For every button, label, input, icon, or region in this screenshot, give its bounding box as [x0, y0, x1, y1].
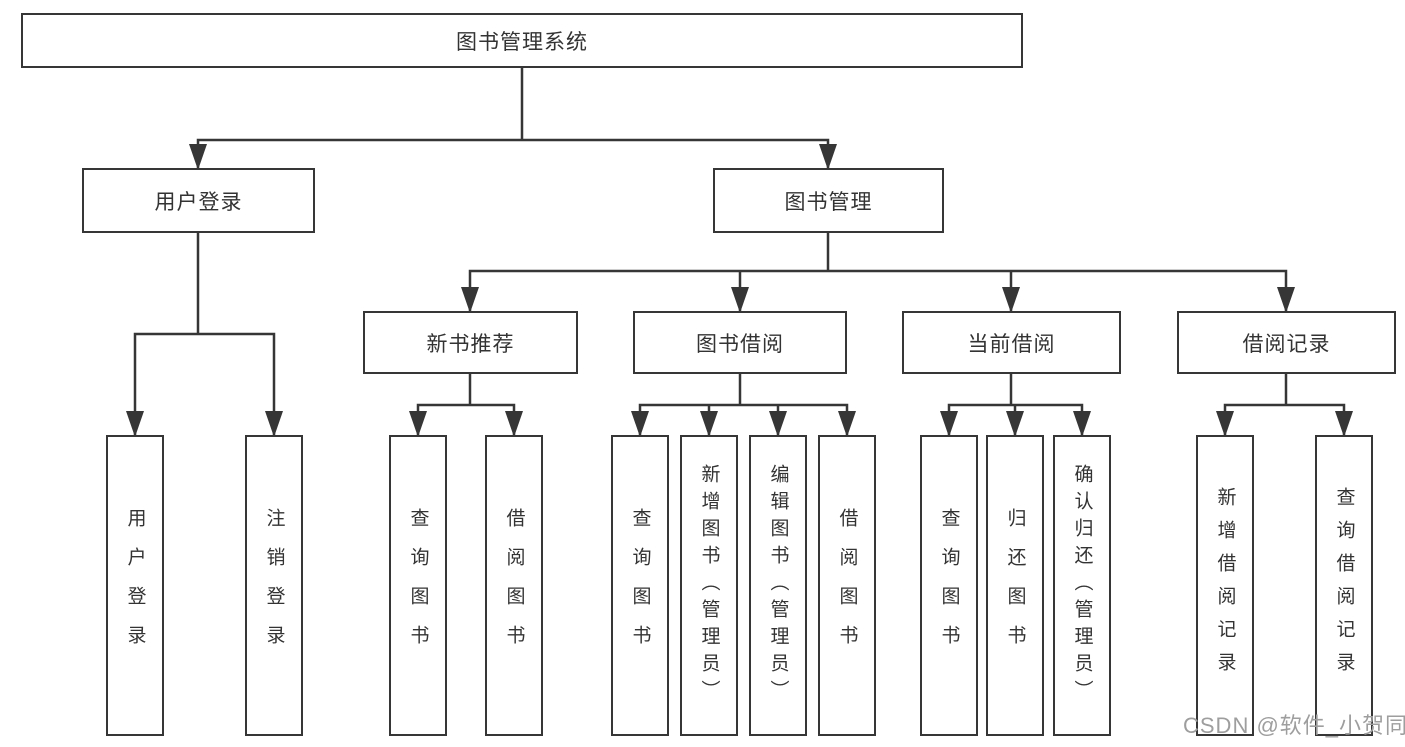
leaf-query-book-borrow: 查询图书 [611, 435, 669, 736]
leaf-borrow-book-borrow: 借阅图书 [818, 435, 876, 736]
node-borrow-records: 借阅记录 [1177, 311, 1396, 374]
leaf-return-book: 归还图书 [986, 435, 1044, 736]
node-new-book-recommend: 新书推荐 [363, 311, 578, 374]
leaf-edit-book-admin: 编辑图书（管理员） [749, 435, 807, 736]
leaf-add-book-admin: 新增图书（管理员） [680, 435, 738, 736]
leaf-logout: 注销登录 [245, 435, 303, 736]
leaf-query-borrow-record: 查询借阅记录 [1315, 435, 1373, 736]
node-user-login: 用户登录 [82, 168, 315, 233]
node-root-system: 图书管理系统 [21, 13, 1023, 68]
node-current-borrow: 当前借阅 [902, 311, 1121, 374]
leaf-user-login: 用户登录 [106, 435, 164, 736]
node-book-management: 图书管理 [713, 168, 944, 233]
csdn-watermark: CSDN @软件_小贺同学 [1183, 713, 1405, 738]
connector-paths [133, 68, 1346, 437]
leaf-query-book-newrec: 查询图书 [389, 435, 447, 736]
leaf-confirm-return-admin: 确认归还（管理员） [1053, 435, 1111, 736]
leaf-borrow-book-newrec: 借阅图书 [485, 435, 543, 736]
leaf-add-borrow-record: 新增借阅记录 [1196, 435, 1254, 736]
arrowhead-icons [126, 144, 1353, 437]
leaf-query-book-current: 查询图书 [920, 435, 978, 736]
node-book-borrow: 图书借阅 [633, 311, 847, 374]
